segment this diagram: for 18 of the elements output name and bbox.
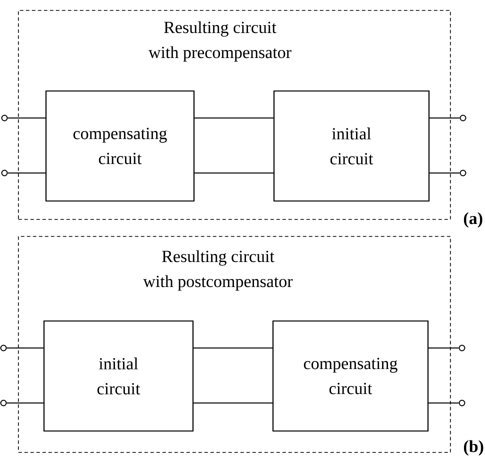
wire (428, 347, 459, 349)
block-box: initial circuit (43, 320, 194, 432)
panel-label: (a) (464, 212, 482, 228)
wire (430, 172, 460, 174)
panel-label: (b) (464, 440, 484, 456)
wire (6, 347, 44, 349)
wire (194, 402, 272, 404)
wire (194, 172, 274, 174)
wire (428, 402, 459, 404)
wire (6, 402, 44, 404)
block-box: compensating circuit (45, 90, 195, 202)
wire (8, 117, 46, 119)
wire (8, 172, 46, 174)
wire (430, 117, 460, 119)
wire (194, 347, 272, 349)
block-box: compensating circuit (272, 320, 429, 432)
block-box: initial circuit (273, 90, 430, 202)
wire (194, 117, 274, 119)
